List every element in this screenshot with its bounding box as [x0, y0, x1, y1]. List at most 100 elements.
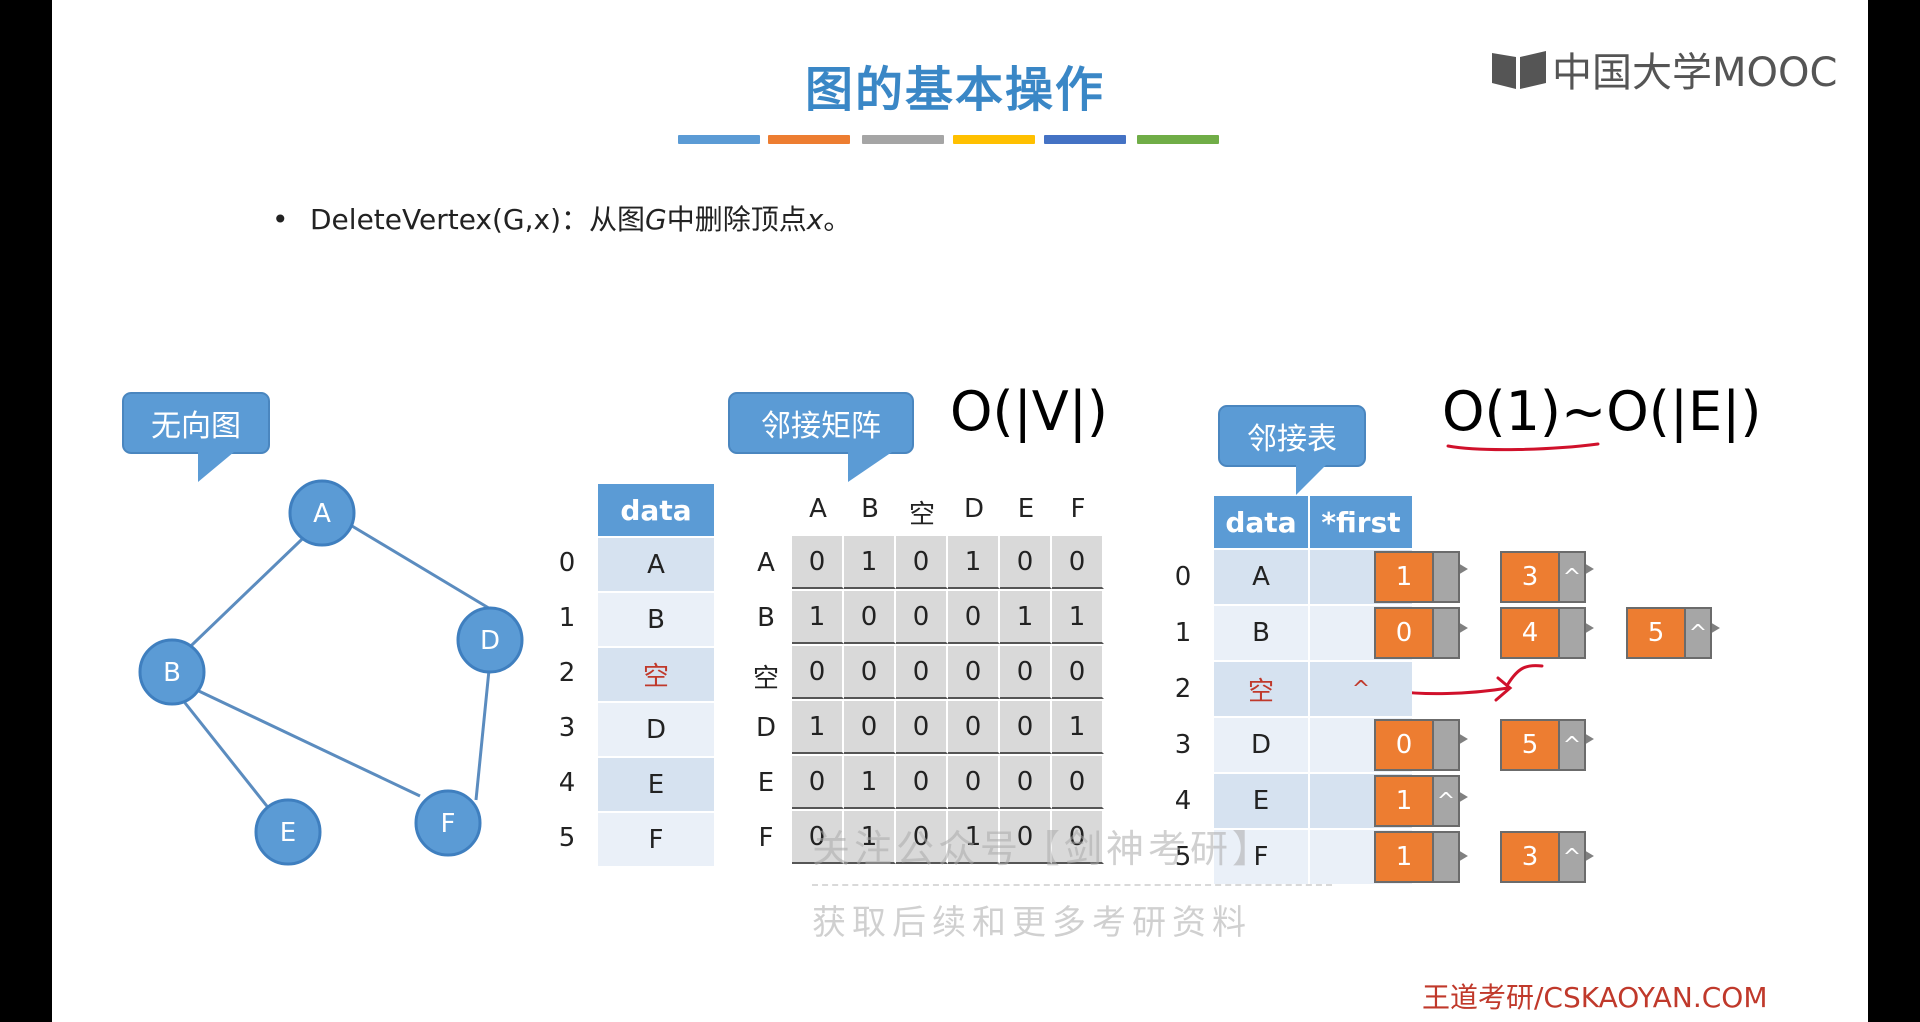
null-pointer: ^ — [1558, 553, 1584, 601]
vertex-table-index: 4 — [558, 768, 576, 798]
matrix-cell: 0 — [792, 646, 844, 699]
null-pointer: ^ — [1558, 721, 1584, 769]
matrix-cell: 0 — [844, 646, 896, 699]
graph-edges — [168, 518, 494, 811]
slide: 图的基本操作 中国大学MOOC •DeleteVertex(G,x)：从图G中删… — [52, 0, 1868, 1022]
matrix-cell: 0 — [896, 536, 948, 589]
vertex-B-label: B — [163, 658, 181, 688]
edge-node: 3^ — [1500, 551, 1586, 603]
matrix-cell: 0 — [1052, 756, 1104, 809]
null-pointer: ^ — [1432, 777, 1458, 825]
vertex-table-cell: D — [598, 703, 714, 756]
list-table-header-first: *first — [1310, 496, 1412, 548]
next-pointer — [1432, 833, 1458, 881]
edge-node: 4 — [1500, 607, 1586, 659]
red-hook — [1506, 664, 1544, 686]
edge-node-vertex: 5 — [1628, 609, 1684, 657]
edge-node-vertex: 1 — [1376, 777, 1432, 825]
matrix-cell: 0 — [792, 756, 844, 809]
vertex-A-label: A — [313, 499, 331, 529]
edge-node-vertex: 5 — [1502, 721, 1558, 769]
matrix-cell: 1 — [1052, 701, 1104, 754]
matrix-col-header: 空 — [908, 500, 935, 530]
vertex-table-index: 1 — [558, 603, 576, 633]
null-pointer: ^ — [1558, 833, 1584, 881]
title-stripe-6 — [1137, 135, 1219, 144]
list-table-index: 4 — [1174, 786, 1192, 816]
matrix-cell: 1 — [844, 536, 896, 589]
vertex-table-header: data — [598, 484, 714, 536]
matrix-cell: 0 — [896, 591, 948, 644]
matrix-cell: 0 — [1000, 536, 1052, 589]
slide-title: 图的基本操作 — [804, 62, 1105, 118]
list-table-index: 3 — [1174, 730, 1192, 760]
vertex-table-index: 0 — [558, 548, 576, 578]
matrix-cell: 0 — [1000, 646, 1052, 699]
matrix-cell: 0 — [948, 591, 1000, 644]
list-table-data-cell: D — [1214, 718, 1310, 772]
title-stripe-3 — [862, 135, 944, 144]
matrix-cell: 0 — [1052, 646, 1104, 699]
edge-node: 5^ — [1500, 719, 1586, 771]
vertex-table-cell: A — [598, 538, 714, 591]
book-icon — [1492, 51, 1546, 89]
matrix-col-header: E — [1017, 494, 1035, 524]
matrix-cell: 1 — [948, 811, 1000, 864]
watermark-divider — [812, 884, 1332, 886]
bullet-text-suffix: 。 — [823, 203, 852, 236]
matrix-cell: 0 — [1000, 756, 1052, 809]
edge-A-B — [168, 518, 324, 668]
list-table-index: 1 — [1174, 618, 1192, 648]
null-pointer: ^ — [1684, 609, 1710, 657]
list-table-data-cell: A — [1214, 550, 1310, 604]
bullet-item: •DeleteVertex(G,x)：从图G中删除顶点x。 — [272, 198, 851, 238]
next-pointer — [1432, 721, 1458, 769]
vertex-table-cell: B — [598, 593, 714, 646]
matrix-cell: 0 — [896, 646, 948, 699]
vertex-D: D — [456, 606, 524, 674]
edge-node: 1^ — [1374, 775, 1460, 827]
matrix-cell: 0 — [1052, 811, 1104, 864]
vertex-table-cell: 空 — [598, 648, 714, 701]
title-stripe-5 — [1044, 135, 1126, 144]
matrix-row-header: A — [757, 548, 775, 578]
list-table-index: 2 — [1174, 674, 1192, 704]
matrix-col-header: B — [861, 494, 879, 524]
title-stripe-4 — [953, 135, 1035, 144]
matrix-cell: 1 — [1052, 591, 1104, 644]
matrix-row-header: D — [755, 713, 777, 743]
bullet-text-x: x — [806, 203, 824, 236]
matrix-cell: 0 — [948, 756, 1000, 809]
matrix-cell: 1 — [948, 536, 1000, 589]
edge-node-vertex: 0 — [1376, 609, 1432, 657]
vertex-table-index: 2 — [558, 658, 576, 688]
bullet-text-prefix: DeleteVertex(G,x)：从图 — [310, 203, 646, 236]
matrix-cell: 0 — [896, 701, 948, 754]
matrix-cell: 0 — [1052, 536, 1104, 589]
matrix-row-header: B — [757, 603, 775, 633]
edge-B-E — [168, 683, 272, 811]
graph-vertices: A B D E F — [138, 479, 524, 866]
title-stripe-2 — [768, 135, 850, 144]
next-pointer — [1432, 609, 1458, 657]
edge-node: 0 — [1374, 607, 1460, 659]
edge-node-vertex: 3 — [1502, 833, 1558, 881]
matrix-cell: 0 — [792, 536, 844, 589]
matrix-cell: 0 — [844, 701, 896, 754]
list-table-data-cell: B — [1214, 606, 1310, 660]
edge-node-vertex: 4 — [1502, 609, 1558, 657]
list-table-first-cell: ^ — [1310, 662, 1412, 716]
underline-O1 — [1446, 442, 1600, 452]
matrix-row-header: E — [757, 768, 775, 798]
matrix-cell: 1 — [792, 591, 844, 644]
vertex-A: A — [288, 479, 356, 547]
matrix-row-header: F — [758, 823, 774, 853]
list-table-header-data: data — [1214, 496, 1310, 548]
matrix-cell: 0 — [948, 701, 1000, 754]
matrix-cell: 0 — [896, 756, 948, 809]
list-table-data-cell: 空 — [1214, 662, 1310, 716]
matrix-cell: 1 — [844, 756, 896, 809]
vertex-D-label: D — [480, 626, 500, 656]
bullet-dot: • — [272, 203, 289, 236]
edge-node-vertex: 1 — [1376, 553, 1432, 601]
